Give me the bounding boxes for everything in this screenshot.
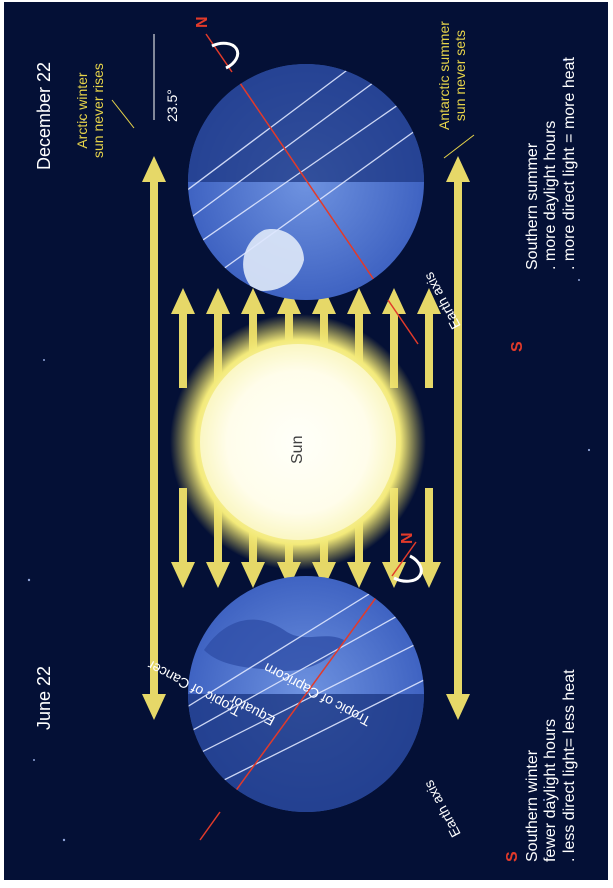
december-date-label: December 22 xyxy=(34,61,54,170)
tilt-angle-label: 23.5° xyxy=(164,89,180,122)
december-axis-south xyxy=(387,299,419,345)
sun-label: Sun xyxy=(289,435,306,464)
southern-winter-title: Southern winter xyxy=(524,749,541,862)
stars xyxy=(27,58,591,842)
december-south-label: S xyxy=(509,341,526,352)
southern-summer-title: Southern summer xyxy=(524,142,541,270)
southern-winter-line1: fewer daylight hours xyxy=(542,718,560,862)
june-axis-north xyxy=(391,541,417,577)
southern-summer-line1: . more daylight hours xyxy=(542,120,560,270)
june-date-label: June 22 xyxy=(34,665,54,730)
antarctic-pointer xyxy=(443,134,475,159)
arctic-pointer xyxy=(111,99,135,129)
antarctic-line1: Antarctic summer xyxy=(436,21,452,130)
december-rotation-arrow xyxy=(211,41,240,70)
arctic-line1: Arctic winter xyxy=(74,72,90,149)
southern-summer-line2: . more direct light = more heat xyxy=(560,57,578,270)
june-rotation-arrow xyxy=(393,554,423,583)
southern-winter-label: Southern winter fewer daylight hours . l… xyxy=(524,669,579,862)
outer-ray-arrowheads xyxy=(142,156,470,720)
antarctic-label: Antarctic summer sun never sets xyxy=(436,21,468,130)
arctic-line2: sun never rises xyxy=(90,63,107,158)
seasons-diagram: June 22 December 22 Sun Arctic winter su… xyxy=(4,2,608,880)
june-south-label: S xyxy=(504,851,521,862)
arctic-label: Arctic winter sun never rises xyxy=(74,63,106,158)
june-axis-south xyxy=(199,811,221,841)
sun-core xyxy=(200,344,396,540)
southern-winter-line2: . less direct light= less heat xyxy=(560,669,578,862)
southern-summer-label: Southern summer . more daylight hours . … xyxy=(524,57,579,270)
december-north-label: N xyxy=(194,16,211,28)
december-earth xyxy=(188,64,424,300)
diagram-graphics xyxy=(27,33,591,842)
june-north-label: N xyxy=(399,532,416,544)
outer-light-rays xyxy=(150,178,462,698)
antarctic-line2: sun never sets xyxy=(452,30,469,122)
diagram-frame: June 22 December 22 Sun Arctic winter su… xyxy=(4,2,608,880)
